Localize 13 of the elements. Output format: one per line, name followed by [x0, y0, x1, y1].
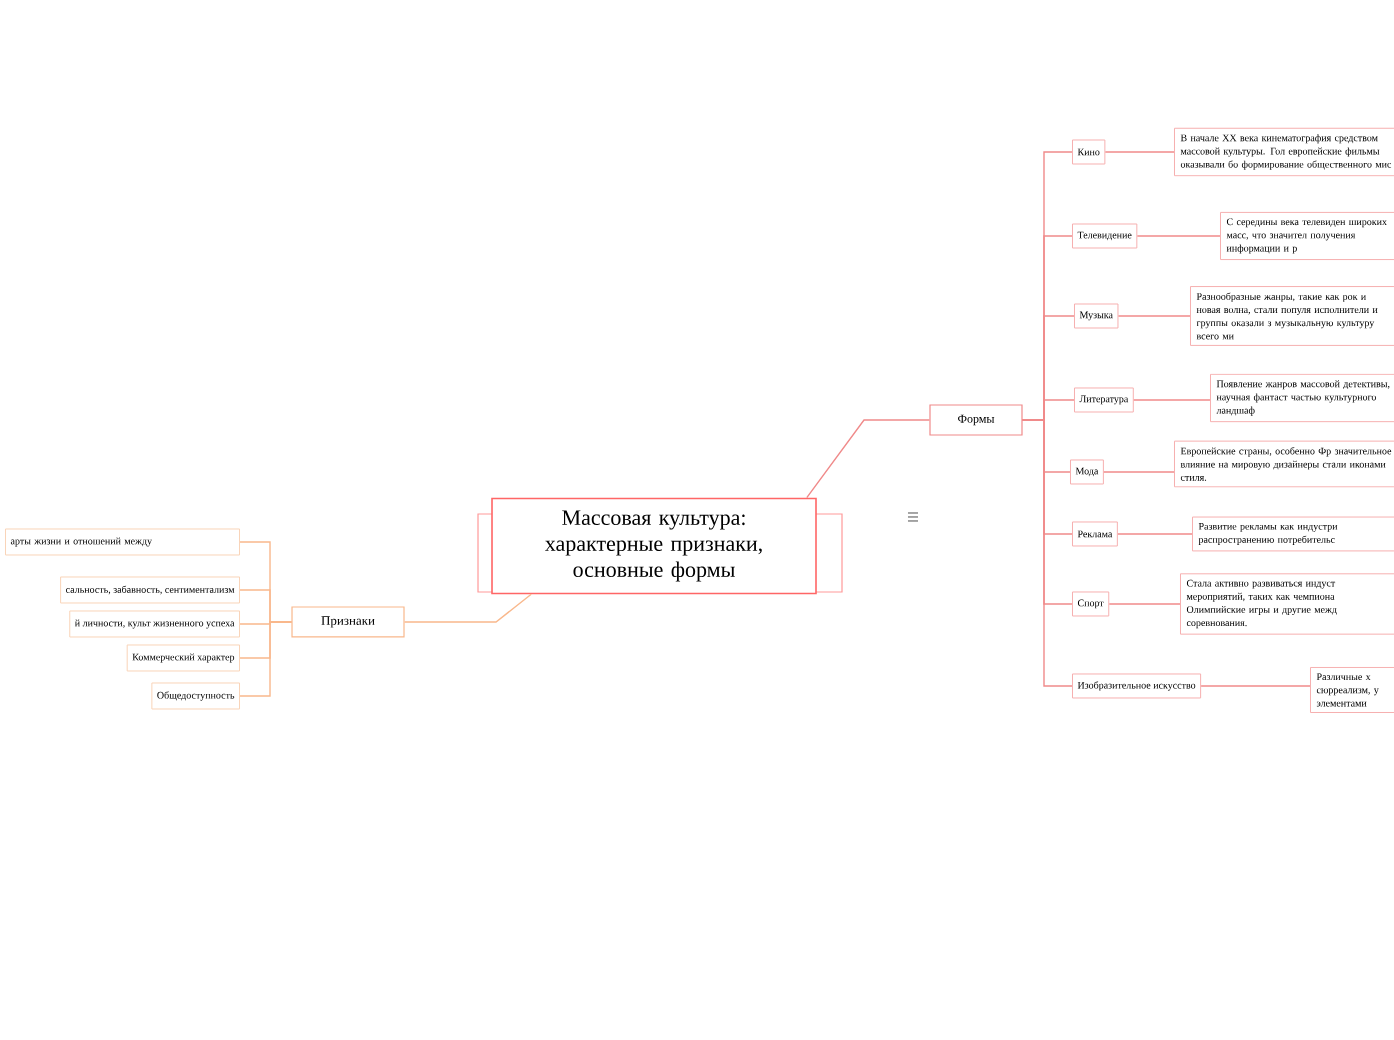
connector [806, 419, 931, 499]
connector [1108, 603, 1181, 605]
connector [1021, 419, 1073, 687]
title-box: Массовая культура: характерные признаки, основные формы [477, 497, 843, 595]
connector [1117, 315, 1191, 317]
connector [1200, 685, 1311, 687]
connector [1136, 235, 1221, 237]
connector [1133, 399, 1211, 401]
connector [1103, 471, 1175, 473]
connector [1117, 533, 1193, 535]
connector [403, 593, 532, 623]
connector [1104, 151, 1175, 153]
connector [239, 621, 293, 697]
